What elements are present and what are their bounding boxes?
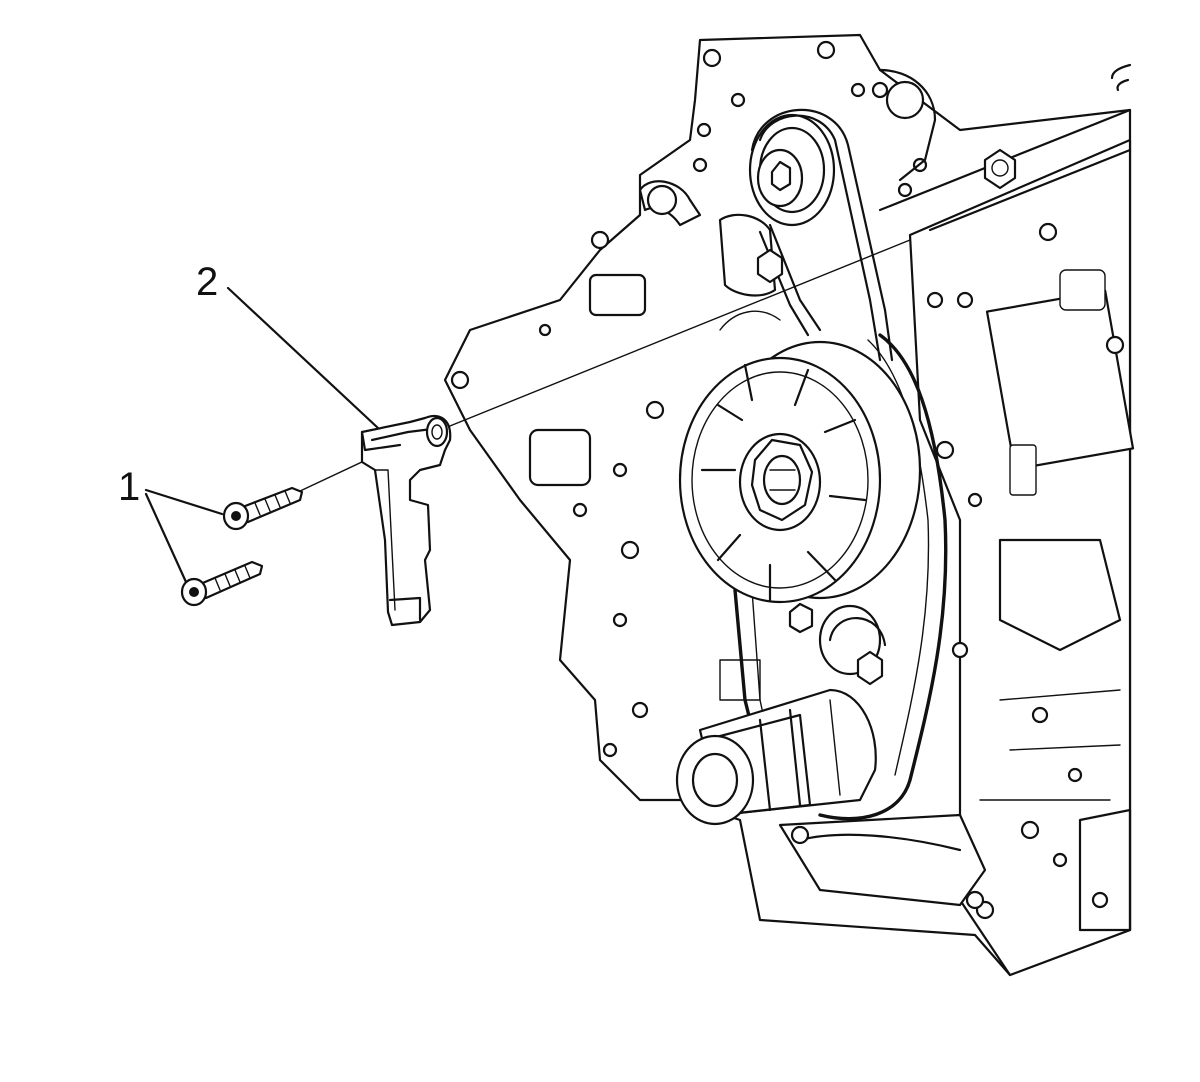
- upper-idler-sprocket: [748, 113, 836, 227]
- deck-bolt: [983, 148, 1017, 190]
- guide-bolt-lower: [180, 560, 264, 607]
- crank-sprocket-area: [719, 602, 887, 701]
- lower-housing: [778, 813, 987, 910]
- cam-phaser: [678, 340, 922, 604]
- alignment-line-upper: [439, 239, 911, 431]
- callout-2-label: 2: [196, 260, 218, 304]
- crankshaft-hub: [675, 688, 877, 826]
- guide-bolt-upper: [222, 486, 304, 531]
- intake-cam-sprocket: [718, 213, 784, 297]
- callout-2: 2: [196, 260, 380, 430]
- callout-1-label: 1: [118, 465, 140, 509]
- flange-bolt-holes: [450, 40, 1125, 920]
- callout-1: 1: [118, 465, 224, 584]
- chain-guide: [360, 414, 452, 627]
